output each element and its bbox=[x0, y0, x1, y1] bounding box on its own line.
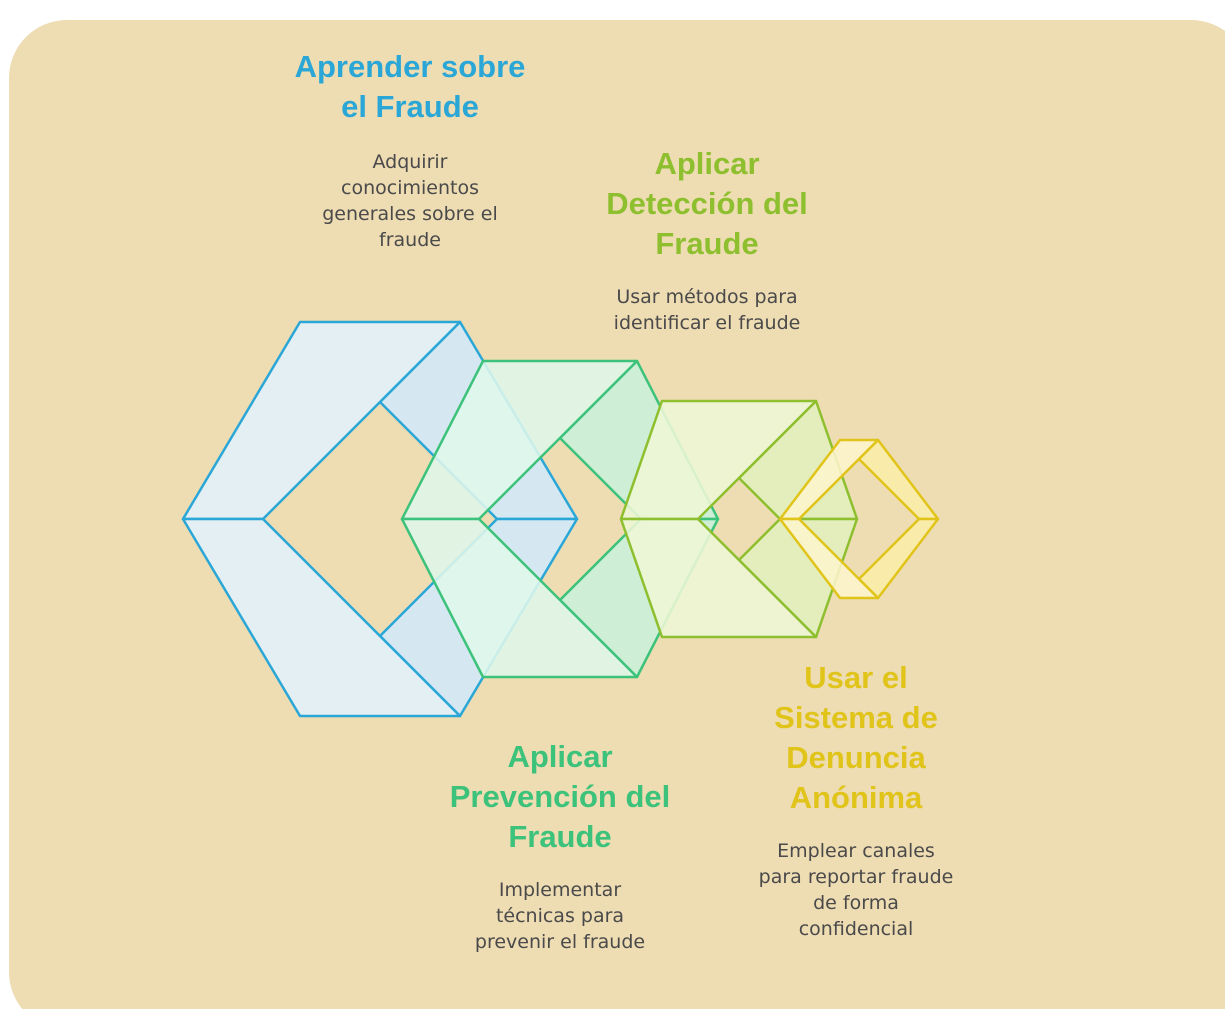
stage-prevencion-label: Aplicar Prevención del Fraude Implementa… bbox=[420, 737, 700, 955]
stage-prevencion-title: Aplicar Prevención del Fraude bbox=[449, 739, 671, 854]
stage-denuncia-label: Usar el Sistema de Denuncia Anónima Empl… bbox=[716, 658, 996, 942]
stage-deteccion-title: Aplicar Detección del Fraude bbox=[606, 146, 808, 261]
stage-prevencion-band-lower-left bbox=[400, 517, 639, 679]
stage-denuncia-band-lower-left bbox=[778, 517, 880, 600]
stage-prevencion-description: Implementar técnicas para prevenir el fr… bbox=[474, 879, 646, 953]
stage-denuncia-band-upper-right bbox=[857, 438, 940, 521]
stage-deteccion-description: Usar métodos para identificar el fraude bbox=[613, 286, 801, 334]
stage-aprender-title: Aprender sobre el Fraude bbox=[294, 49, 526, 124]
stage-denuncia-band-lower-right bbox=[857, 517, 940, 600]
stage-aprender-label: Aprender sobre el Fraude Adquirir conoci… bbox=[270, 47, 550, 253]
stage-aprender-band-lower-left bbox=[181, 517, 462, 718]
stage-denuncia-description: Emplear canales para reportar fraude de … bbox=[758, 840, 954, 940]
stage-aprender-description: Adquirir conocimientos generales sobre e… bbox=[322, 151, 498, 251]
stage-denuncia-title: Usar el Sistema de Denuncia Anónima bbox=[774, 660, 938, 815]
stage-deteccion-label: Aplicar Detección del Fraude Usar método… bbox=[567, 144, 847, 336]
stage-deteccion-band-lower-left bbox=[619, 517, 818, 639]
